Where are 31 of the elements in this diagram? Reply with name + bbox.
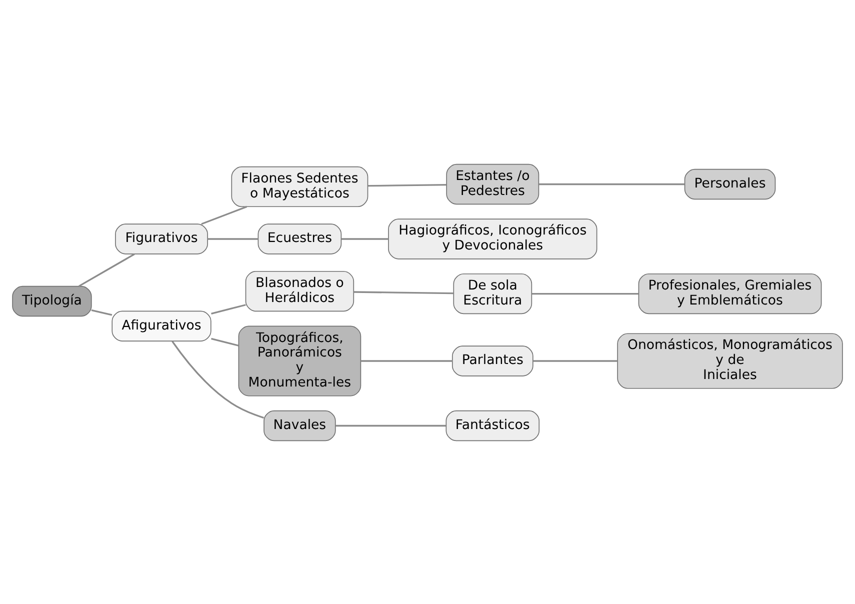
connector xyxy=(78,252,135,286)
node-box: De sola Escritura xyxy=(453,272,532,314)
connector xyxy=(172,340,264,418)
connector xyxy=(211,337,239,346)
node-box: Parlantes xyxy=(452,345,534,376)
connector xyxy=(532,292,639,294)
node-box: Figurativos xyxy=(115,223,208,254)
node-box: Estantes /o Pedestres xyxy=(446,163,540,204)
node-box: Personales xyxy=(684,168,776,200)
connector xyxy=(211,304,246,314)
connector xyxy=(532,360,618,362)
connector xyxy=(368,184,447,186)
connector xyxy=(208,238,258,240)
connector xyxy=(201,205,248,224)
node-box: Tipología xyxy=(12,285,92,316)
node-box: Fantásticos xyxy=(446,410,540,441)
node-box: Blasonados o Heráldicos xyxy=(245,270,354,312)
node-box: Topográficos, Panorámicos y Monumenta-les xyxy=(238,325,362,396)
node-box: Onomásticos, Monogramáticos y de Iniciales xyxy=(617,332,843,388)
node-box: Flaones Sedentes o Mayestáticos xyxy=(231,166,368,207)
connector xyxy=(91,308,112,316)
node-box: Hagiográficos, Iconográficos y Devocionales xyxy=(388,218,598,259)
connector xyxy=(360,360,452,362)
node-box: Afigurativos xyxy=(112,310,212,341)
node-box: Profesionales, Gremiales y Emblemáticos xyxy=(638,272,822,314)
node-box: Navales xyxy=(264,410,336,441)
connector xyxy=(354,290,454,294)
connector xyxy=(341,238,388,240)
node-box: Ecuestres xyxy=(258,223,342,254)
connector xyxy=(335,424,446,426)
connector xyxy=(538,182,685,185)
